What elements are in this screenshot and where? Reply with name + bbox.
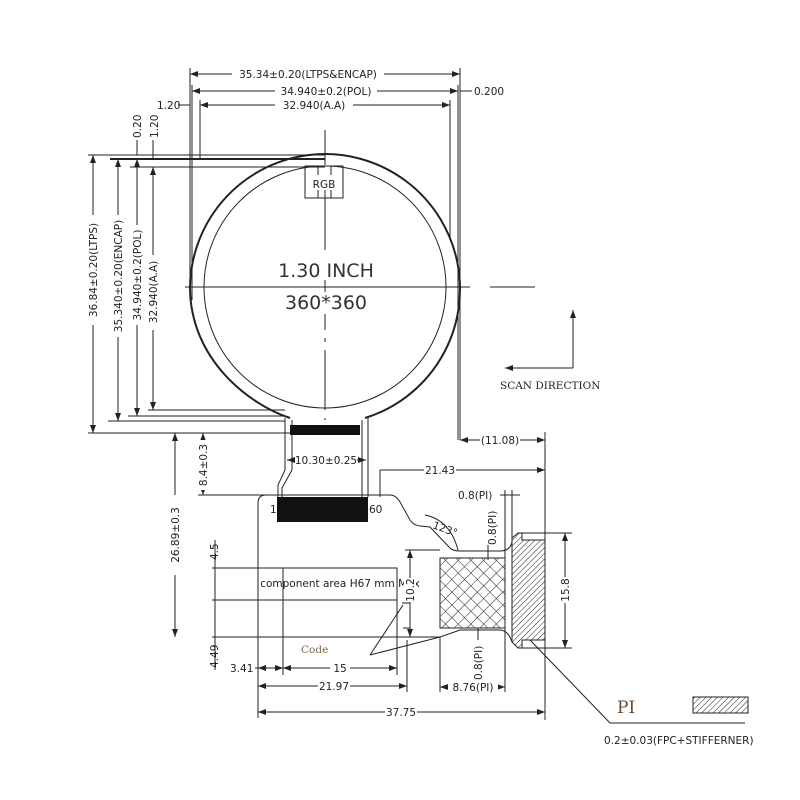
dim-pi-bottom: 0.8(PI) <box>473 646 485 680</box>
dim-left-aa: 32.940(A.A) <box>148 261 160 323</box>
dim-pol: 34.940±0.2(POL) <box>281 86 372 98</box>
dim-left-offset: 3.41 <box>230 663 253 675</box>
leader-line <box>529 639 745 724</box>
fpc-board <box>257 494 546 656</box>
pi-crosshatch <box>439 557 506 629</box>
dim-neck-width: 10.30±0.25 <box>295 455 357 467</box>
scan-direction-arrow <box>505 310 576 371</box>
dim-pi-top: 0.8(PI) <box>458 490 492 502</box>
dim-pi-width: 8.76(PI) <box>452 682 493 694</box>
dim-offset-right: (11.08) <box>481 435 519 447</box>
pin-last: 60 <box>369 504 382 516</box>
stiffener <box>511 532 546 649</box>
dim-top-gap-a: 0.20 <box>132 115 144 138</box>
dim-angle: 123° <box>431 520 459 540</box>
screen-resolution: 360*360 <box>285 292 367 314</box>
dim-neck-length: 8.4±0.3 <box>198 444 210 486</box>
dim-comp-w: 15 <box>333 663 346 675</box>
scan-direction-label: SCAN DIRECTION <box>500 380 600 392</box>
dim-width-right: 21.43 <box>425 465 455 477</box>
legend-pi-swatch <box>692 696 749 714</box>
round-display: RGB 1.30 INCH 360*360 <box>185 130 535 420</box>
dim-stiffener-height: 15.8 <box>560 578 572 601</box>
dim-left-encap: 35.340±0.20(ENCAP) <box>113 220 125 332</box>
dim-right-gap: 0.200 <box>474 86 504 98</box>
component-area-label: component area H67 mm Max <box>260 578 420 590</box>
screen-size: 1.30 INCH <box>278 260 374 282</box>
legend-pi-label: PI <box>617 698 635 718</box>
dim-pi-side: 0.8(PI) <box>487 511 499 545</box>
dim-bottom-h: 4.49 <box>209 645 221 668</box>
dim-aa: 32.940(A.A) <box>283 100 345 112</box>
dim-left-ltps: 36.84±0.20(LTPS) <box>88 223 100 317</box>
connector <box>277 497 368 522</box>
component-area <box>282 567 398 601</box>
dim-total-width: 37.75 <box>386 707 416 719</box>
pin-first: 1 <box>270 504 277 516</box>
legend-stiffener-note: 0.2±0.03(FPC+STIFFERNER) <box>604 735 754 747</box>
dim-left-pol: 34.940±0.2(POL) <box>132 230 144 321</box>
dim-21-97: 21.97 <box>319 681 349 693</box>
dim-left-gap: 1.20 <box>157 100 180 112</box>
dim-top-gap-b: 1.20 <box>149 115 161 138</box>
dim-comp-h: 4.5 <box>209 543 221 560</box>
dim-ltps-encap: 35.34±0.20(LTPS&ENCAP) <box>239 69 377 81</box>
fpc-neck <box>277 418 369 497</box>
dim-10-2: 10.2 <box>405 578 417 601</box>
rgb-box <box>304 165 344 199</box>
code-label: Code <box>301 644 328 656</box>
dim-total-length: 26.89±0.3 <box>170 507 182 563</box>
rgb-label: RGB <box>313 179 336 191</box>
